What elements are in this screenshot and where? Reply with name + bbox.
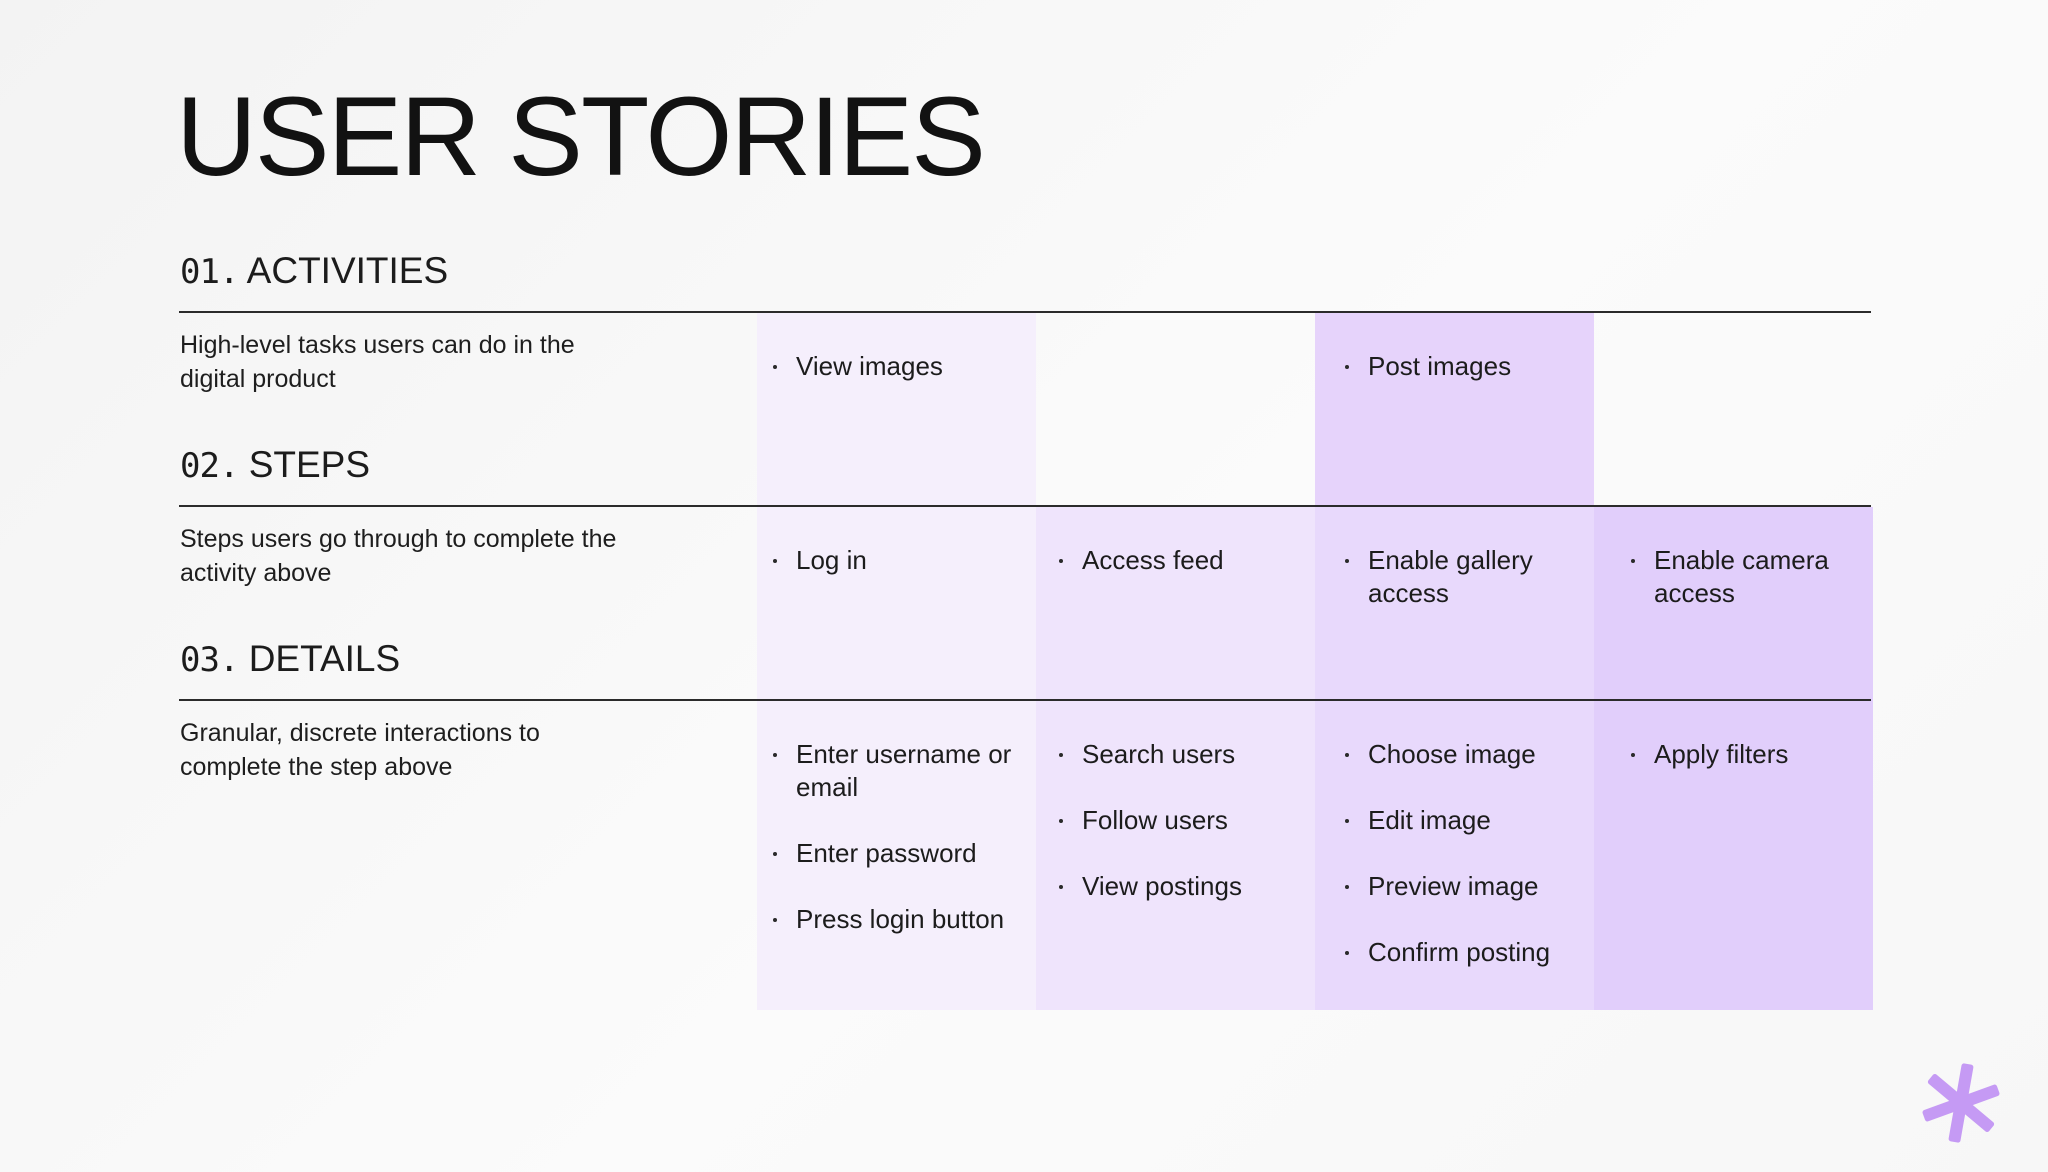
detail-list: Search users Follow users View postings [1056, 738, 1306, 903]
list-item: View images [770, 350, 1020, 383]
bullet-icon [1345, 819, 1349, 823]
section-description: Steps users go through to complete the a… [180, 525, 617, 587]
list-item-label: Choose image [1368, 739, 1536, 769]
list-item-label: Enable gallery access [1368, 545, 1533, 608]
list-item-label: Preview image [1368, 871, 1539, 901]
step-list: Enable camera access [1628, 544, 1838, 610]
list-item: Access feed [1056, 544, 1306, 577]
section-heading-details: 03. DETAILS [180, 637, 400, 682]
list-item-label: Search users [1082, 739, 1236, 769]
list-item: Log in [770, 544, 1020, 577]
list-item: Enter password [770, 837, 1020, 870]
list-item: Edit image [1342, 804, 1592, 837]
bullet-icon [1345, 951, 1349, 955]
bullet-icon [1631, 753, 1635, 757]
list-item-label: Apply filters [1654, 739, 1789, 769]
bullet-icon [773, 365, 777, 369]
bullet-icon [773, 559, 777, 563]
section-description: High-level tasks users can do in the dig… [180, 331, 575, 393]
activity-list: Post images [1342, 350, 1592, 383]
bullet-icon [1345, 365, 1349, 369]
section-number: 03. [180, 640, 239, 680]
asterisk-icon [1922, 1063, 2000, 1143]
list-item-label: Log in [796, 545, 867, 575]
list-item-label: Confirm posting [1368, 937, 1551, 967]
section-divider [179, 505, 1871, 507]
section-divider [179, 311, 1871, 313]
list-item-label: View images [796, 351, 943, 381]
list-item-label: Enter password [796, 838, 977, 868]
bullet-icon [1345, 559, 1349, 563]
detail-list: Apply filters [1628, 738, 1878, 771]
list-item-label: Follow users [1082, 805, 1228, 835]
section-name: ACTIVITIES [246, 250, 449, 291]
bullet-icon [773, 852, 777, 856]
activity-list: View images [770, 350, 1020, 383]
list-item: Search users [1056, 738, 1306, 771]
page-title: USER STORIES [176, 74, 986, 199]
detail-list: Enter username or email Enter password P… [770, 738, 1020, 936]
section-name: DETAILS [248, 638, 401, 679]
section-number: 02. [180, 446, 239, 486]
list-item: Choose image [1342, 738, 1592, 771]
list-item: Press login button [770, 903, 1020, 936]
bullet-icon [1631, 559, 1635, 563]
bullet-icon [1059, 559, 1063, 563]
detail-list: Choose image Edit image Preview image Co… [1342, 738, 1592, 969]
list-item: Post images [1342, 350, 1592, 383]
bullet-icon [1345, 753, 1349, 757]
step-list: Enable gallery access [1342, 544, 1552, 610]
bullet-icon [1059, 885, 1063, 889]
list-item-label: Access feed [1082, 545, 1224, 575]
list-item: Confirm posting [1342, 936, 1592, 969]
bullet-icon [1345, 885, 1349, 889]
section-name: STEPS [248, 444, 371, 485]
list-item: Enter username or email [770, 738, 1020, 804]
list-item-label: Edit image [1368, 805, 1491, 835]
list-item: Follow users [1056, 804, 1306, 837]
list-item: Enable gallery access [1342, 544, 1552, 610]
bullet-icon [773, 753, 777, 757]
column-2-background [1036, 507, 1315, 1010]
bullet-icon [1059, 819, 1063, 823]
column-1-background [757, 313, 1036, 1010]
list-item: Enable camera access [1628, 544, 1838, 610]
bullet-icon [1059, 753, 1063, 757]
list-item: Apply filters [1628, 738, 1878, 771]
list-item-label: Post images [1368, 351, 1512, 381]
bullet-icon [773, 918, 777, 922]
list-item: View postings [1056, 870, 1306, 903]
column-4-background [1594, 507, 1873, 1010]
list-item-label: View postings [1082, 871, 1242, 901]
step-list: Access feed [1056, 544, 1306, 577]
section-divider [179, 699, 1871, 701]
section-description: Granular, discrete interactions to compl… [180, 719, 540, 781]
section-number: 01. [180, 252, 239, 292]
list-item-label: Press login button [796, 904, 1005, 934]
column-3-activity-highlight [1315, 313, 1594, 507]
list-item-label: Enter username or email [796, 739, 1012, 802]
section-heading-steps: 02. STEPS [180, 443, 370, 488]
list-item-label: Enable camera access [1654, 545, 1829, 608]
step-list: Log in [770, 544, 1020, 577]
section-heading-activities: 01. ACTIVITIES [180, 249, 448, 294]
list-item: Preview image [1342, 870, 1592, 903]
